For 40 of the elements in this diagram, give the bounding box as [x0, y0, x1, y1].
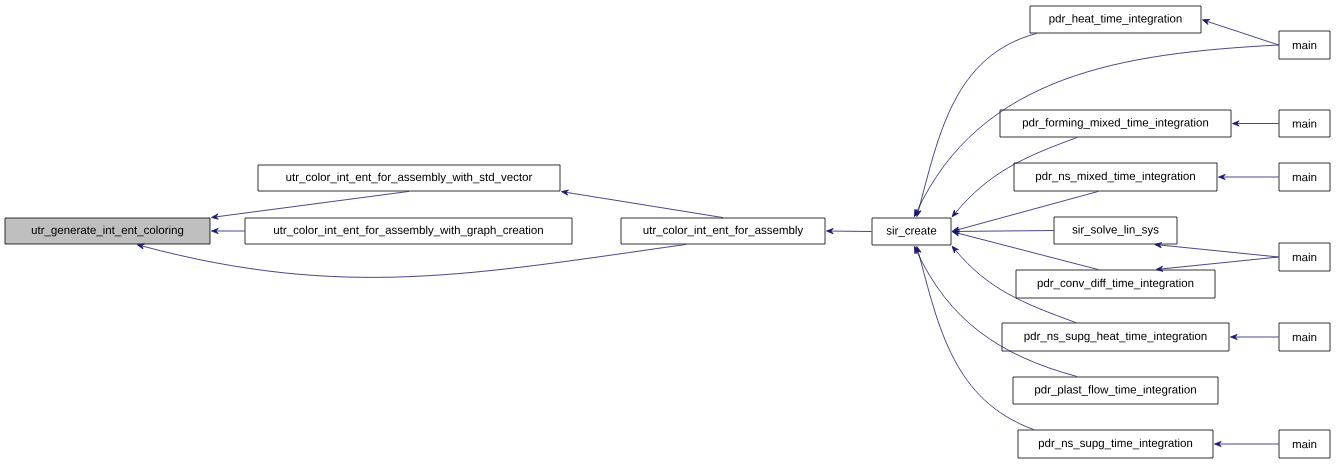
function-box: pdr_heat_time_integration [1029, 5, 1202, 34]
arrow [951, 245, 1077, 323]
arrow [211, 228, 245, 234]
arrow [211, 191, 410, 220]
arrow [914, 44, 1279, 217]
function-box: main [1278, 30, 1331, 60]
arrow [1202, 19, 1279, 46]
arrow [1214, 441, 1279, 447]
function-box: main [1278, 109, 1331, 138]
function-box: pdr_ns_mixed_time_integration [1013, 162, 1218, 192]
function-box: main [1278, 429, 1331, 459]
function-box: pdr_plast_flow_time_integration [1012, 376, 1219, 405]
arrow [952, 230, 1099, 270]
arrow [561, 189, 724, 218]
arrow [952, 228, 1054, 235]
arrow [826, 228, 872, 235]
arrow [1218, 174, 1279, 180]
arrow [1154, 242, 1279, 258]
arrow [951, 137, 1078, 218]
function-box: utr_color_int_ent_for_assembly_with_graph_creation [244, 217, 573, 245]
arrow [952, 191, 1099, 233]
function-box: pdr_forming_mixed_time_integration [999, 109, 1232, 138]
function-box: utr_generate_int_ent_coloring [4, 217, 211, 245]
arrow [915, 246, 1035, 430]
arrow [1155, 256, 1279, 272]
function-box: pdr_ns_supg_heat_time_integration [1001, 322, 1230, 352]
function-box: utr_color_int_ent_for_assembly_with_std_vector [257, 164, 561, 192]
arrow [1230, 334, 1279, 340]
function-box: pdr_ns_supg_time_integration [1017, 429, 1214, 459]
arrow [1232, 120, 1279, 127]
arrow [136, 243, 687, 278]
function-box: main [1278, 242, 1331, 272]
function-box: main [1278, 162, 1331, 192]
function-box: sir_create [871, 217, 952, 246]
arrow [915, 33, 1038, 217]
arrow [914, 246, 1078, 377]
function-box: main [1278, 322, 1331, 352]
function-box: pdr_conv_diff_time_integration [1015, 269, 1216, 299]
function-box: sir_solve_lin_sys [1053, 216, 1178, 245]
function-box: utr_color_int_ent_for_assembly [620, 217, 826, 245]
